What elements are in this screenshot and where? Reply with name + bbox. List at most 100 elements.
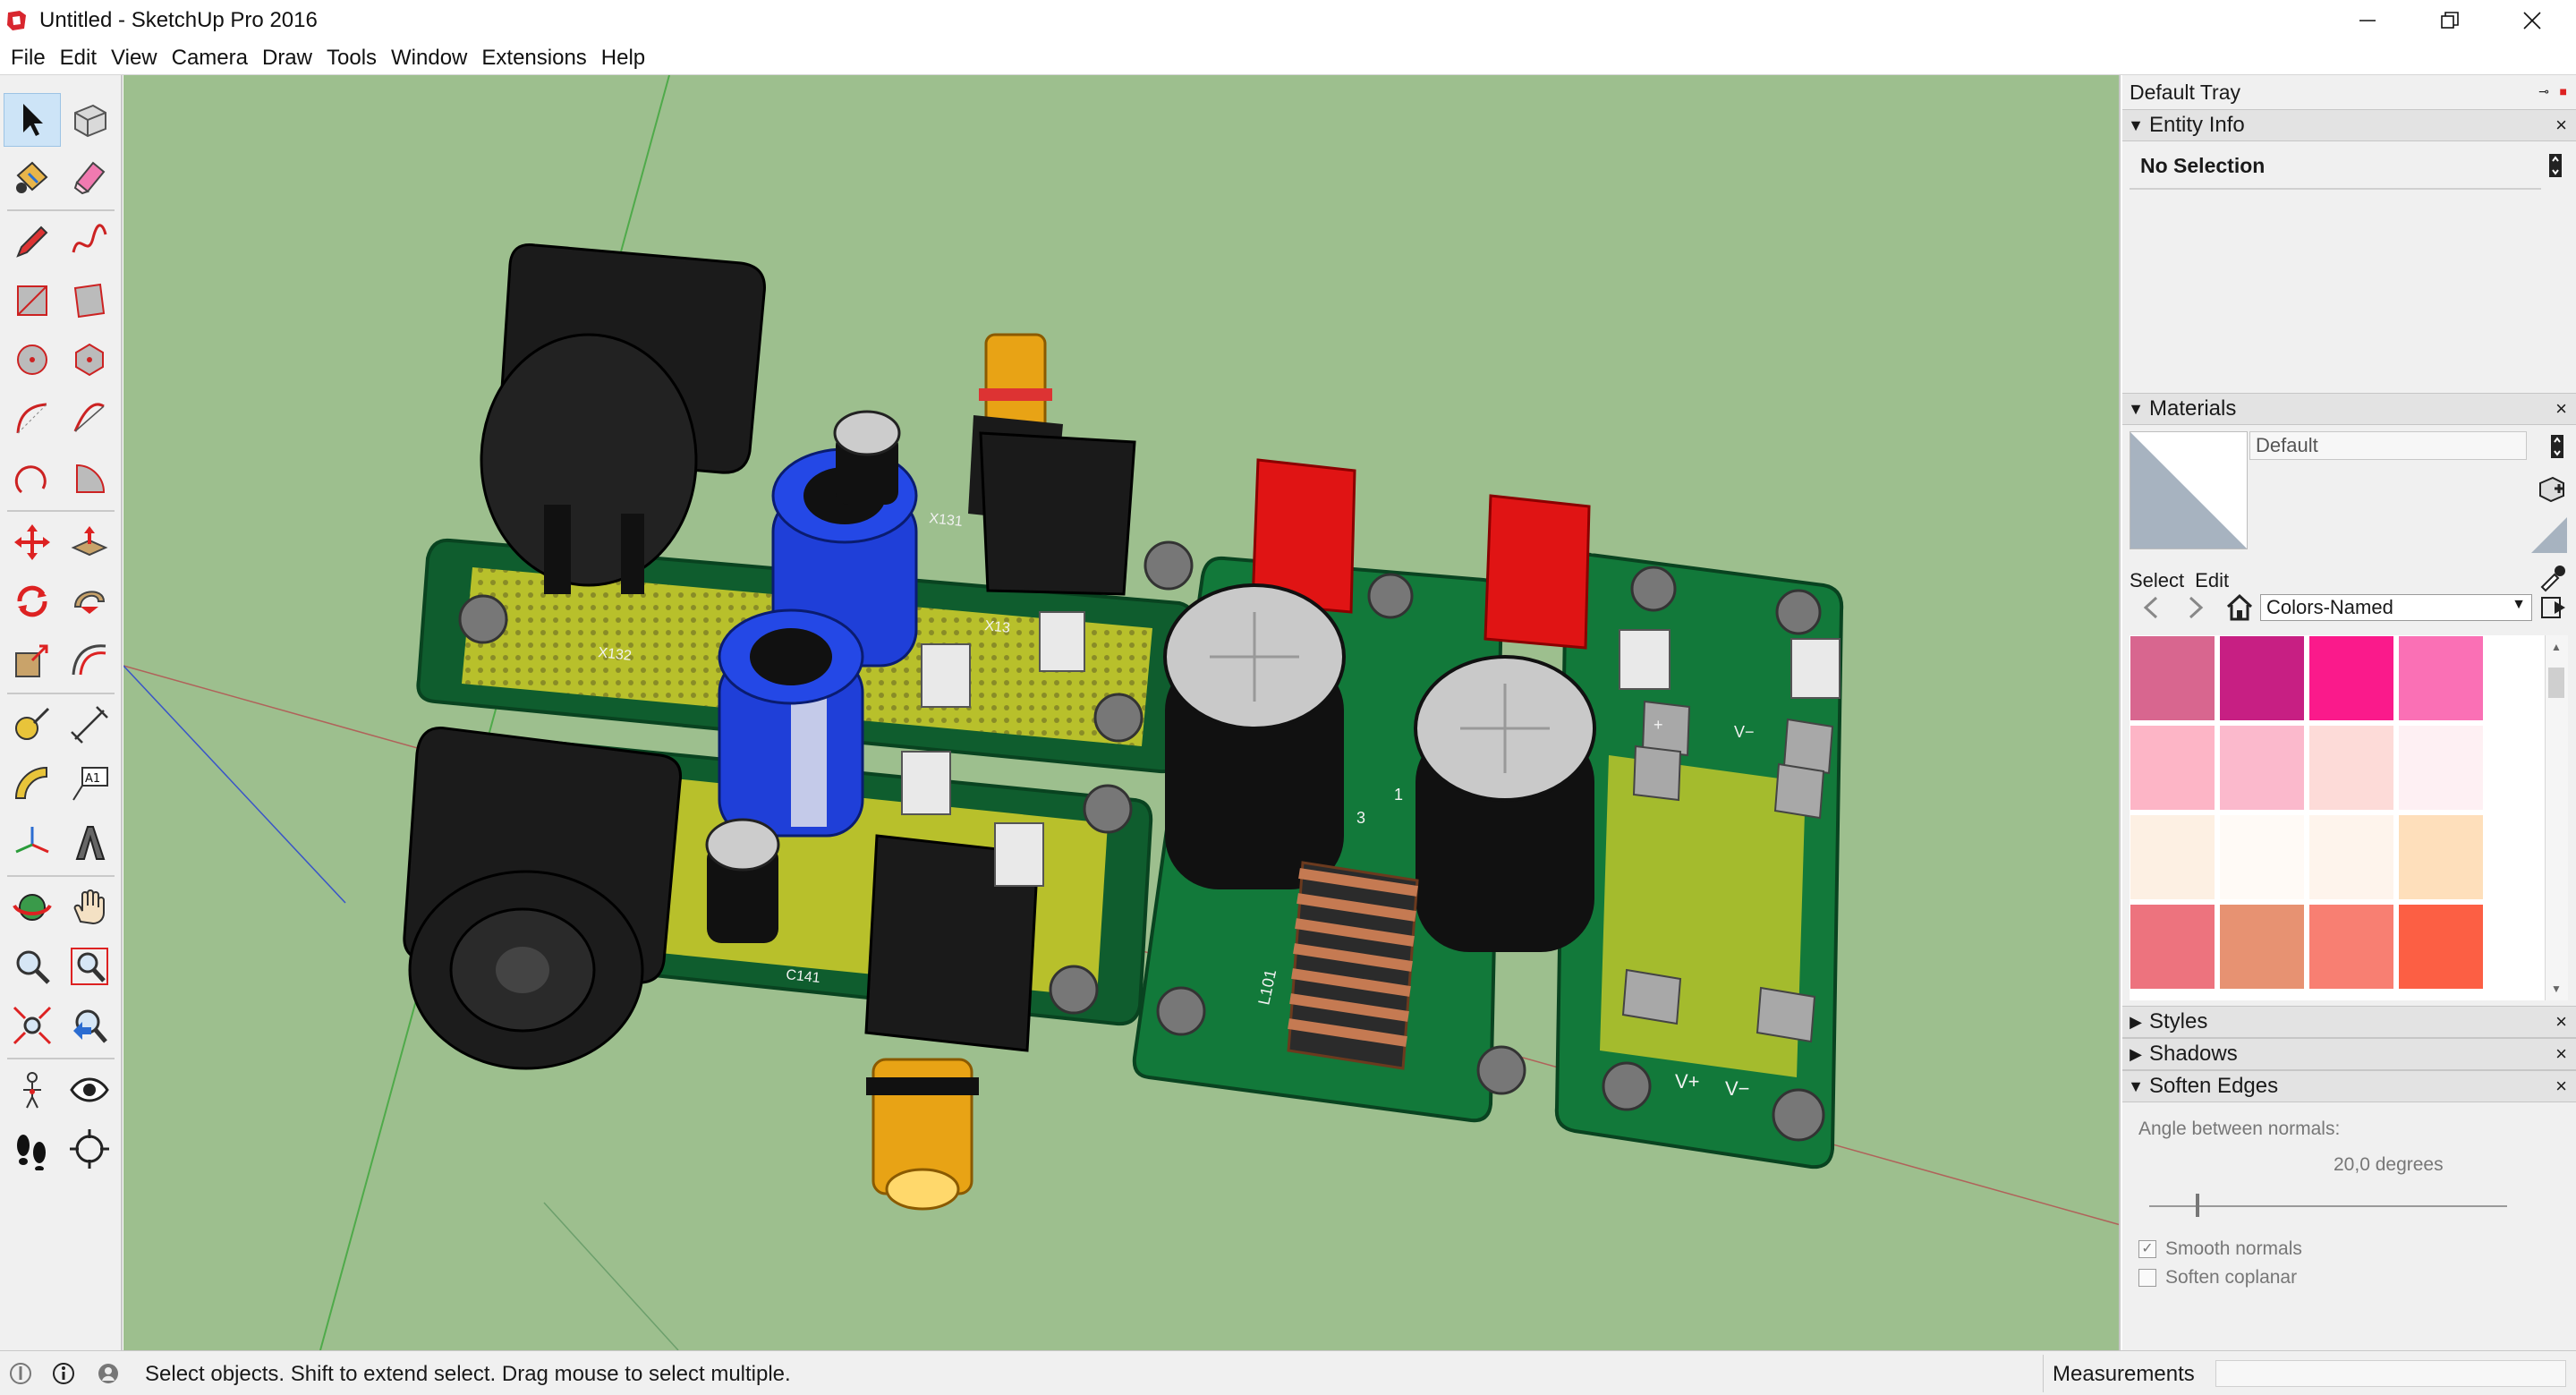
styles-header[interactable]: ▶ Styles ×	[2122, 1006, 2576, 1038]
select-tool-button[interactable]	[4, 93, 61, 147]
measurements-input[interactable]	[2215, 1360, 2566, 1387]
scale-tool-button[interactable]	[4, 634, 61, 687]
entity-toggle-details-icon[interactable]	[2546, 152, 2565, 179]
material-swatch[interactable]	[2219, 635, 2305, 721]
menu-tools[interactable]: Tools	[327, 45, 378, 70]
material-swatch[interactable]	[2130, 814, 2215, 900]
material-swatch[interactable]	[2398, 725, 2484, 811]
close-button[interactable]	[2491, 0, 2573, 41]
tab-edit[interactable]: Edit	[2195, 569, 2230, 591]
materials-close-icon[interactable]: ×	[2555, 397, 2567, 420]
material-swatch[interactable]	[2398, 904, 2484, 990]
offset-tool-button[interactable]	[61, 634, 118, 687]
protractor-button[interactable]	[4, 757, 61, 811]
material-swatch[interactable]	[2308, 725, 2394, 811]
previous-view-button[interactable]	[61, 999, 118, 1052]
soften-edges-header[interactable]: ▼ Soften Edges ×	[2122, 1070, 2576, 1102]
styles-close-icon[interactable]: ×	[2555, 1010, 2567, 1033]
zoom-tool-button[interactable]	[4, 940, 61, 993]
material-swatch[interactable]	[2398, 814, 2484, 900]
angle-slider-thumb[interactable]	[2196, 1194, 2199, 1217]
make-component-button[interactable]	[61, 93, 118, 147]
material-name-field[interactable]: Default	[2249, 431, 2527, 460]
soften-coplanar-row[interactable]: Soften coplanar	[2138, 1267, 2297, 1289]
move-tool-button[interactable]	[4, 515, 61, 569]
arc-tool-button[interactable]	[4, 392, 61, 446]
material-swatch[interactable]	[2308, 635, 2394, 721]
materials-header[interactable]: ▼ Materials ×	[2122, 393, 2576, 425]
material-swatch[interactable]	[2219, 904, 2305, 990]
freehand-tool-button[interactable]	[61, 215, 118, 268]
two-point-arc-button[interactable]	[61, 392, 118, 446]
home-icon[interactable]	[2224, 592, 2255, 623]
follow-me-button[interactable]	[61, 574, 118, 628]
orbit-tool-button[interactable]	[4, 880, 61, 934]
walk-tool-button[interactable]	[4, 1122, 61, 1176]
pie-tool-button[interactable]	[61, 451, 118, 505]
minimize-button[interactable]	[2326, 0, 2409, 41]
modeling-viewport[interactable]: X132 X131 X13 C141 L101 V+ V− + V− 3 1	[123, 75, 2121, 1350]
forward-arrow-icon[interactable]	[2181, 594, 2208, 621]
material-library-select[interactable]: Colors-Named ▼	[2260, 594, 2532, 621]
menu-file[interactable]: File	[11, 45, 46, 70]
menu-edit[interactable]: Edit	[59, 45, 98, 70]
circle-tool-button[interactable]	[4, 333, 61, 387]
eyedropper-icon[interactable]	[2537, 562, 2567, 592]
eraser-button[interactable]	[61, 150, 118, 204]
material-swatch[interactable]	[2219, 814, 2305, 900]
rectangle-tool-button[interactable]	[4, 274, 61, 327]
zoom-extents-button[interactable]	[4, 999, 61, 1052]
shadows-header[interactable]: ▶ Shadows ×	[2122, 1038, 2576, 1070]
position-camera-button[interactable]	[4, 1063, 61, 1117]
entity-info-close-icon[interactable]: ×	[2555, 114, 2567, 136]
look-around-button[interactable]	[61, 1063, 118, 1117]
menu-camera[interactable]: Camera	[171, 45, 248, 70]
pan-tool-button[interactable]	[61, 880, 118, 934]
tape-measure-button[interactable]	[4, 698, 61, 752]
material-swatch[interactable]	[2308, 904, 2394, 990]
user-account-icon[interactable]	[97, 1362, 120, 1385]
section-plane-button[interactable]	[61, 1122, 118, 1176]
material-swatch[interactable]	[2308, 814, 2394, 900]
back-arrow-icon[interactable]	[2138, 594, 2165, 621]
tray-close-icon[interactable]: ■	[2559, 84, 2567, 98]
restore-button[interactable]	[2409, 0, 2491, 41]
axes-tool-button[interactable]	[4, 816, 61, 870]
material-swatch[interactable]	[2130, 725, 2215, 811]
menu-view[interactable]: View	[111, 45, 157, 70]
pcb-model-scene[interactable]: X132 X131 X13 C141 L101 V+ V− + V− 3 1	[123, 75, 2121, 1350]
text-tool-button[interactable]: A1	[61, 757, 118, 811]
material-swatch[interactable]	[2130, 635, 2215, 721]
tab-select[interactable]: Select	[2130, 569, 2185, 591]
paint-bucket-button[interactable]	[4, 150, 61, 204]
shadows-close-icon[interactable]: ×	[2555, 1042, 2567, 1065]
3d-text-button[interactable]	[61, 816, 118, 870]
tray-pin-icon[interactable]: ⊸	[2538, 84, 2549, 98]
rotated-rectangle-button[interactable]	[61, 274, 118, 327]
smooth-normals-row[interactable]: ✓ Smooth normals	[2138, 1238, 2302, 1260]
line-tool-button[interactable]	[4, 215, 61, 268]
soften-coplanar-checkbox[interactable]	[2138, 1269, 2156, 1287]
angle-slider-track[interactable]	[2149, 1205, 2507, 1207]
menu-help[interactable]: Help	[600, 45, 646, 70]
smooth-normals-checkbox[interactable]: ✓	[2138, 1240, 2156, 1258]
zoom-window-button[interactable]	[61, 940, 118, 993]
material-toggle-icon[interactable]	[2547, 433, 2567, 460]
details-arrow-icon[interactable]	[2540, 594, 2567, 621]
menu-window[interactable]: Window	[391, 45, 468, 70]
default-material-icon[interactable]	[2531, 517, 2567, 553]
credits-info-icon[interactable]	[52, 1362, 75, 1385]
geolocation-icon[interactable]	[9, 1362, 32, 1385]
polygon-tool-button[interactable]	[61, 333, 118, 387]
rotate-tool-button[interactable]	[4, 574, 61, 628]
entity-info-header[interactable]: ▼ Entity Info ×	[2122, 109, 2576, 141]
material-swatch[interactable]	[2130, 904, 2215, 990]
create-material-icon[interactable]	[2537, 474, 2567, 505]
soften-edges-close-icon[interactable]: ×	[2555, 1075, 2567, 1097]
material-swatch[interactable]	[2398, 635, 2484, 721]
dimension-tool-button[interactable]	[61, 698, 118, 752]
menu-draw[interactable]: Draw	[261, 45, 312, 70]
push-pull-button[interactable]	[61, 515, 118, 569]
material-swatch[interactable]	[2219, 725, 2305, 811]
three-point-arc-button[interactable]	[4, 451, 61, 505]
